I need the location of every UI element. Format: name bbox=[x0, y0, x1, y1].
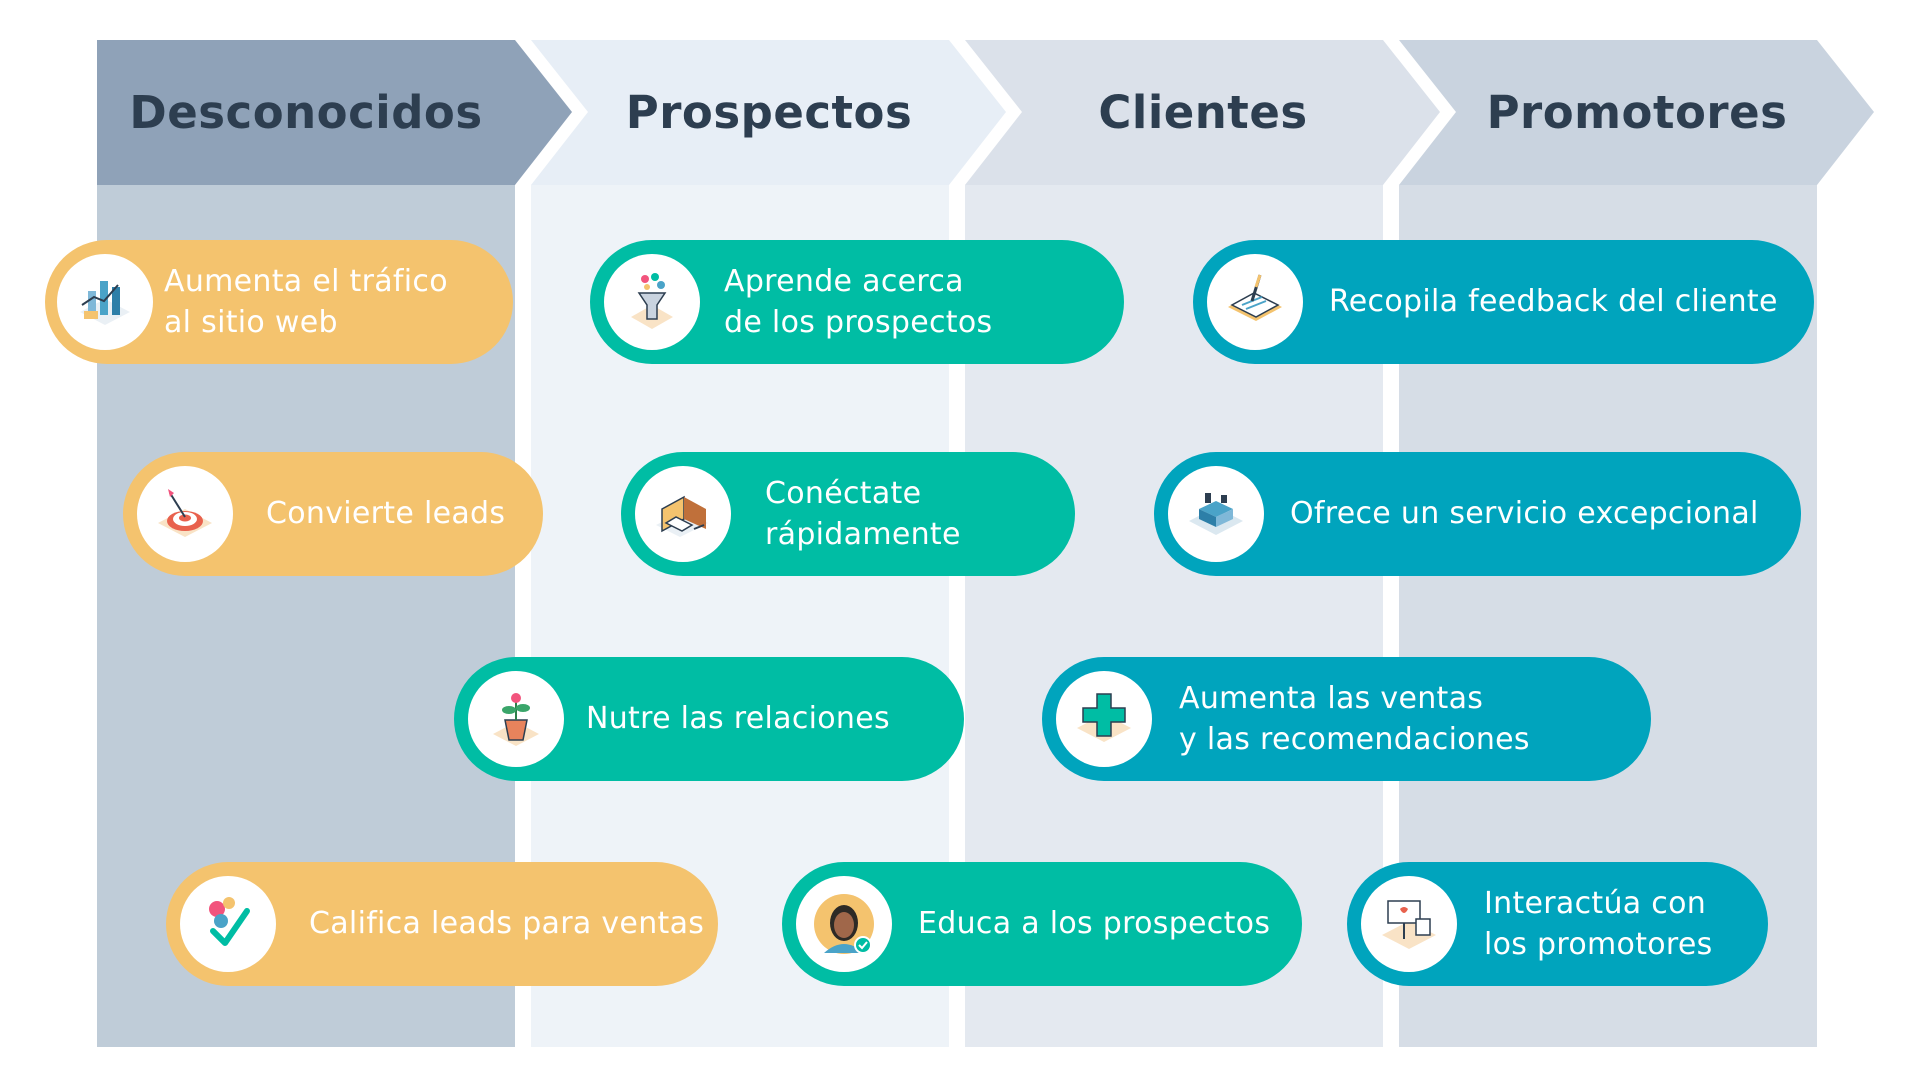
pill-line: Califica leads para ventas bbox=[309, 906, 705, 941]
service-desk-icon bbox=[1168, 466, 1264, 562]
action-conectate: Conéctate rápidamente bbox=[621, 452, 1075, 576]
action-aprende-prospectos: Aprende acerca de los prospectos bbox=[590, 240, 1124, 364]
clipboard-pen-icon bbox=[1207, 254, 1303, 350]
pill-line: Ofrece un servicio excepcional bbox=[1290, 496, 1759, 531]
action-educa-prospectos: Educa a los prospectos bbox=[782, 862, 1302, 986]
potted-plant-icon bbox=[468, 671, 564, 767]
chevron-prospectos bbox=[531, 40, 1006, 185]
funnel-icon bbox=[604, 254, 700, 350]
action-recopila-feedback: Recopila feedback del cliente bbox=[1193, 240, 1814, 364]
pill-line: Educa a los prospectos bbox=[918, 906, 1271, 941]
stage-title-desconocidos: Desconocidos bbox=[129, 86, 483, 139]
analytics-chart-icon bbox=[57, 254, 153, 350]
action-interactua-promotores: Interactúa con los promotores bbox=[1347, 862, 1768, 986]
chevron-promotores bbox=[1399, 40, 1874, 185]
pill-line: Aprende acerca bbox=[724, 264, 964, 299]
action-aumenta-trafico: Aumenta el tráfico al sitio web bbox=[45, 240, 513, 364]
target-icon bbox=[137, 466, 233, 562]
person-avatar-icon bbox=[796, 876, 892, 972]
pill-line: y las recomendaciones bbox=[1179, 722, 1530, 757]
stage-title-promotores: Promotores bbox=[1486, 86, 1788, 139]
checkmark-balloons-icon bbox=[180, 876, 276, 972]
stage-title-prospectos: Prospectos bbox=[625, 86, 913, 139]
laptop-icon bbox=[635, 466, 731, 562]
pill-line: los promotores bbox=[1484, 927, 1713, 962]
chevron-desconocidos bbox=[97, 40, 572, 185]
pill-line: rápidamente bbox=[765, 517, 961, 552]
action-convierte-leads: Convierte leads bbox=[123, 452, 543, 576]
pill-line: de los prospectos bbox=[724, 305, 993, 340]
promo-sign-icon bbox=[1361, 876, 1457, 972]
pill-line: Convierte leads bbox=[266, 496, 506, 531]
action-califica-leads: Califica leads para ventas bbox=[166, 862, 718, 986]
pill-line: Nutre las relaciones bbox=[586, 701, 890, 736]
plus-cross-icon bbox=[1056, 671, 1152, 767]
pill-line: Aumenta el tráfico bbox=[164, 264, 448, 299]
pill-line: Aumenta las ventas bbox=[1179, 681, 1484, 716]
pill-line: Interactúa con bbox=[1484, 886, 1707, 921]
pill-line: al sitio web bbox=[164, 305, 338, 340]
pill-line: Recopila feedback del cliente bbox=[1329, 284, 1778, 319]
action-nutre-relaciones: Nutre las relaciones bbox=[454, 657, 964, 781]
pill-line: Conéctate bbox=[765, 476, 922, 511]
action-aumenta-ventas: Aumenta las ventas y las recomendaciones bbox=[1042, 657, 1651, 781]
chevron-clientes bbox=[965, 40, 1440, 185]
stage-title-clientes: Clientes bbox=[1098, 86, 1308, 139]
action-ofrece-servicio: Ofrece un servicio excepcional bbox=[1154, 452, 1801, 576]
